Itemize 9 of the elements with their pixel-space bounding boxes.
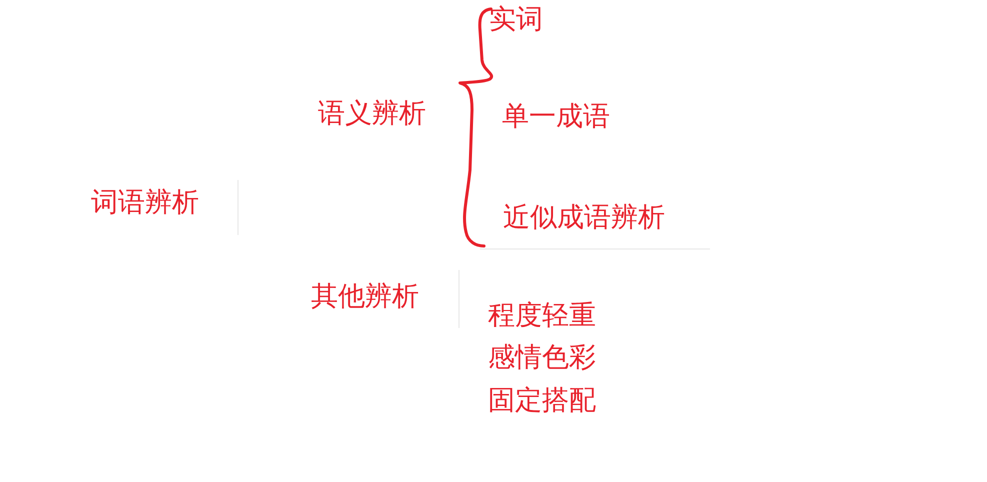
leaf-topic: 感情色彩 [488,342,596,374]
branch-topic: 语义辨析 [318,98,426,130]
leaf-topic: 近似成语辨析 [503,202,665,234]
branch-topic: 其他辨析 [311,281,419,313]
leaf-topic: 固定搭配 [488,385,596,417]
root-topic: 词语辨析 [91,187,199,219]
leaf-topic: 程度轻重 [488,300,596,332]
leaf-topic: 单一成语 [502,101,610,133]
leaf-topic: 实词 [489,4,543,36]
